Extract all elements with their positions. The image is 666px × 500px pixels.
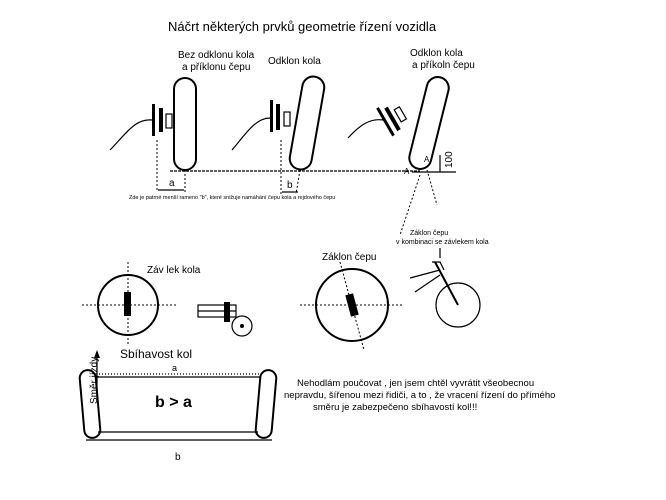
note-small: Zde je patrné menší rameno "b", které sn…	[129, 195, 335, 201]
caster-hub	[240, 324, 244, 328]
hub-assembly	[376, 105, 408, 137]
caster-pivot	[224, 302, 230, 322]
dim-a-label: a	[169, 178, 175, 189]
remark: Nehodlám poučovat , jen jsem chtěl vyvrá…	[284, 378, 555, 413]
brake	[152, 104, 155, 136]
remark-line-2: nepravdu, šířenou mezi řidiči, a to , že…	[284, 390, 555, 401]
label-camber: Odklon kola	[268, 56, 321, 67]
dim-100-label: 100	[444, 151, 455, 168]
axis-line	[295, 169, 301, 195]
wheel	[408, 76, 450, 170]
wheel	[173, 77, 197, 171]
dim-a-label: a	[172, 363, 177, 373]
wheel-axis	[426, 169, 438, 206]
point-A-label: A	[424, 155, 430, 164]
figure-trail: Záv lek kola	[82, 262, 253, 345]
label-camber-kingpin-1: Odklon kola	[410, 48, 463, 59]
frame	[409, 269, 441, 279]
fork	[434, 261, 459, 306]
hub	[345, 293, 359, 317]
wheel	[288, 75, 326, 171]
brake	[270, 100, 273, 132]
figure-bicycle: Záklon čepu v kombinaci se závlekem kola	[396, 230, 489, 328]
dim-b-label: b	[175, 452, 181, 463]
hub	[159, 108, 163, 132]
label-camber-kingpin-2: a příkoln čepu	[412, 60, 475, 71]
suspension-arm	[231, 117, 271, 151]
diagram-title: Náčrt některých prvků geometrie řízení v…	[168, 19, 437, 34]
bicycle-wheel	[435, 282, 481, 328]
figure-caster: Záklon čepu	[300, 252, 402, 351]
figure-toe: Sbíhavost kol Směr jízdy a b b > a	[78, 347, 278, 463]
hub	[124, 292, 131, 316]
suspension-arm	[347, 119, 384, 139]
bearing	[283, 111, 291, 127]
caster-frame	[197, 304, 237, 318]
handlebar	[432, 261, 445, 271]
figure-no-camber: Bez odklonu kola a příklonu čepu a	[109, 50, 255, 192]
frame	[414, 274, 441, 293]
label-caster-combo-2: v kombinaci se závlekem kola	[396, 239, 489, 246]
hub	[276, 104, 280, 130]
label-no-camber-1: Bez odklonu kola	[178, 50, 255, 61]
left-wheel	[78, 369, 102, 439]
figure-camber-kingpin: Odklon kola a příkoln čepu 100 A A	[347, 48, 475, 236]
label-caster: Záklon čepu	[322, 252, 376, 263]
label-direction: Směr jízdy	[89, 357, 100, 404]
dim-b-label: b	[287, 180, 293, 191]
bearing	[165, 113, 173, 129]
arrowhead	[94, 350, 100, 358]
point-A1-label: A	[404, 167, 410, 176]
suspension-arm	[109, 119, 153, 151]
label-caster-combo-1: Záklon čepu	[410, 230, 448, 237]
remark-line-3: směru je zabezpečeno sbíhavostí kol!!!	[313, 402, 477, 413]
kingpin-axis	[399, 174, 421, 236]
figure-camber: Odklon kola b	[231, 56, 326, 195]
caster-wheel	[231, 315, 253, 337]
remark-line-1: Nehodlám poučovat , jen jsem chtěl vyvrá…	[297, 378, 534, 389]
label-trail: Záv lek kola	[147, 265, 201, 276]
toe-formula: b > a	[155, 394, 192, 411]
label-toe: Sbíhavost kol	[120, 347, 192, 361]
label-no-camber-2: a příklonu čepu	[182, 62, 250, 73]
right-wheel	[254, 369, 278, 439]
